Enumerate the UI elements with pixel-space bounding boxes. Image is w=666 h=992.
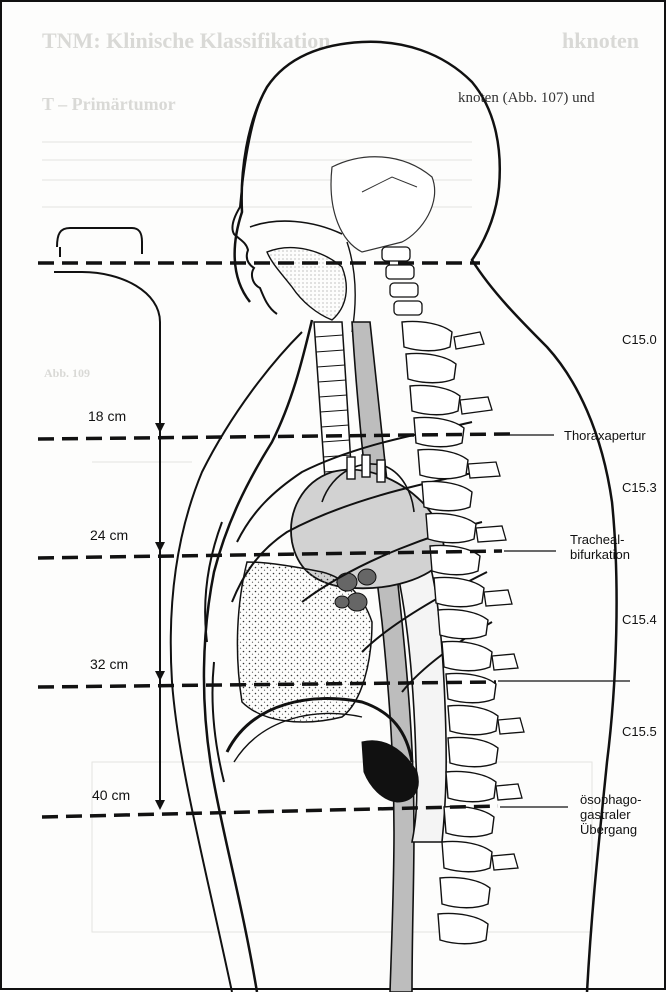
distance-label-40cm: 40 cm (92, 788, 130, 803)
tongue (267, 248, 346, 320)
pharynx (347, 242, 355, 332)
distance-label-18cm: 18 cm (88, 409, 126, 424)
segment-code-c15-0: C15.0 (622, 332, 657, 347)
segment-code-c15-3: C15.3 (622, 480, 657, 495)
distance-label-32cm: 32 cm (90, 657, 128, 672)
segment-code-c15-5: C15.5 (622, 724, 657, 739)
level-label-gastroesophageal-junction: ösophago- gastraler Übergang (580, 792, 641, 837)
endoscope-marker (54, 228, 160, 802)
cervical-vertebrae (382, 247, 422, 315)
skull-base (331, 157, 435, 252)
level-label-thoracic-aperture: Thoraxapertur (564, 428, 646, 443)
level-label-tracheal-bifurcation: Tracheal- bifurkation (570, 532, 630, 562)
distance-label-24cm: 24 cm (90, 528, 128, 543)
upper-palate (250, 221, 342, 234)
segment-code-c15-4: C15.4 (622, 612, 657, 627)
